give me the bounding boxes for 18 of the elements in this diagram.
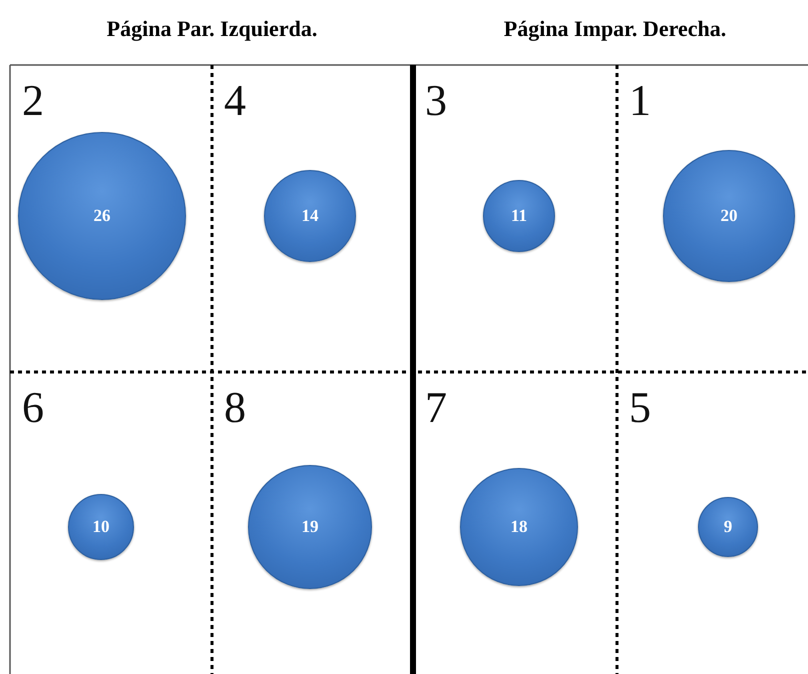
value-bubble: 11 — [483, 180, 555, 252]
value-bubble: 18 — [460, 468, 578, 586]
value-bubble: 10 — [68, 494, 134, 560]
value-bubble: 26 — [18, 132, 186, 300]
value-bubble: 9 — [698, 497, 758, 557]
page-number: 8 — [224, 386, 246, 430]
column-heading: Página Par. Izquierda. — [106, 16, 318, 42]
page-number: 1 — [629, 79, 651, 123]
page-number: 2 — [22, 79, 44, 123]
page-number: 7 — [425, 386, 447, 430]
value-bubble: 14 — [264, 170, 356, 262]
value-bubble: 20 — [663, 150, 795, 282]
page-number: 4 — [224, 79, 246, 123]
value-bubble: 19 — [248, 465, 372, 589]
page-number: 5 — [629, 386, 651, 430]
page-number: 3 — [425, 79, 447, 123]
column-heading: Página Impar. Derecha. — [504, 16, 726, 42]
page-number: 6 — [22, 386, 44, 430]
